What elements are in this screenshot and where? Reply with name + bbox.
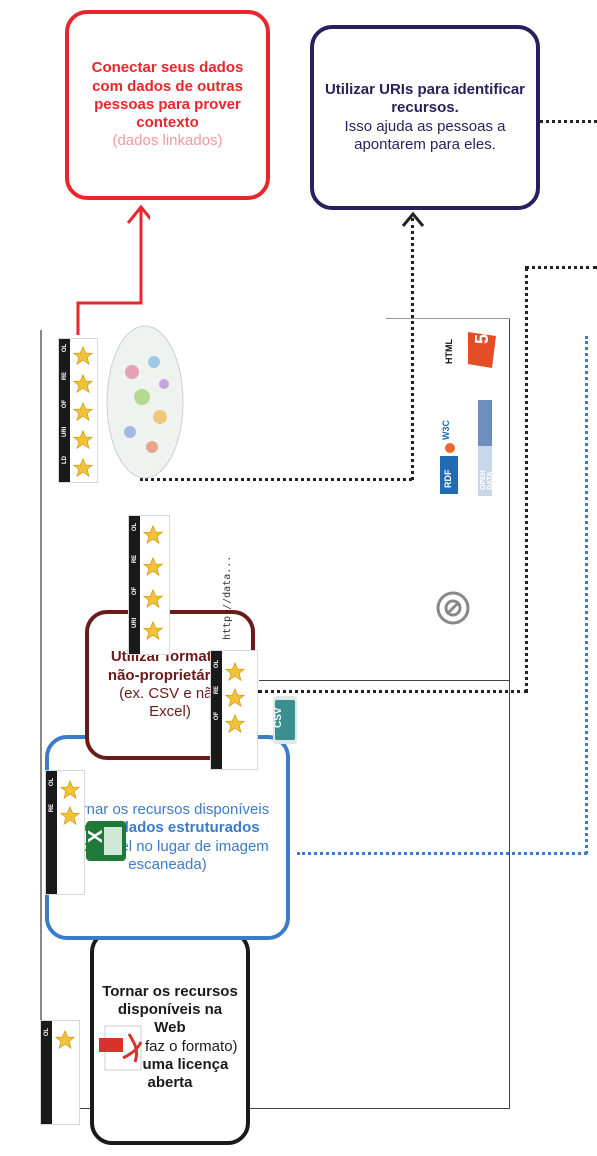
band-label-of: OF — [132, 586, 138, 596]
star-icon — [224, 687, 246, 708]
rating-band: OL RE — [46, 771, 57, 894]
box4-bold: Conectar seus dados com dados de outras … — [91, 59, 244, 132]
staircase-bottom — [40, 1108, 510, 1109]
rating-band: OL — [41, 1021, 52, 1124]
star-icon — [142, 524, 164, 545]
red-connector — [70, 195, 156, 360]
connector-box2-vertical — [585, 336, 588, 854]
star-icon — [72, 373, 94, 394]
band-label-ol: OL — [132, 522, 138, 532]
box5-bold: Utilizar URIs para identificar recursos. — [324, 80, 526, 117]
rating-band: OL RE OF URI LD — [59, 339, 70, 482]
box4-normal: (dados linkados) — [112, 132, 223, 150]
staircase-left-edge — [40, 330, 42, 1110]
connector-box3-horizontal — [258, 690, 528, 693]
band-label-ol: OL — [49, 777, 55, 787]
csv-icon: CSV — [265, 690, 305, 755]
box-linked-data: Conectar seus dados com dados de outras … — [65, 10, 270, 200]
band-label-ol: OL — [214, 659, 220, 669]
pdf-icon — [95, 1020, 151, 1081]
html-label: HTML — [444, 339, 454, 364]
open-data-badge-icon: OPEN DATA — [478, 400, 494, 505]
star-icon — [59, 805, 81, 826]
box-uris: Utilizar URIs para identificar recursos.… — [310, 25, 540, 210]
open-data-label: OPEN DATA — [480, 470, 494, 490]
box3-normal: (ex. CSV e não Excel) — [119, 685, 221, 721]
rdf-label: RDF — [443, 469, 453, 489]
connector-uri-vertical — [411, 218, 414, 480]
band-label-of: OF — [214, 711, 220, 721]
connector-box3-vertical — [525, 268, 528, 692]
staircase-right-edge — [509, 318, 510, 1108]
band-label-re: RE — [62, 371, 68, 381]
arrow-up-icon — [401, 210, 425, 233]
connector-box2-horizontal — [297, 852, 587, 855]
star-icon — [72, 345, 94, 366]
connector-box5-right — [540, 120, 597, 123]
box2-normal1: Tornar os recursos disponíveis — [65, 800, 270, 818]
rating-strip-1-star: OL — [40, 1020, 80, 1125]
rating-strip-2-star: OL RE — [45, 770, 85, 895]
rating-band: OL RE OF URI — [129, 516, 140, 654]
band-label-re: RE — [49, 803, 55, 813]
box1-bold1: Tornar os recursos disponíveis na Web — [102, 982, 238, 1037]
star-icon — [142, 588, 164, 609]
rating-strip-4-star: OL RE OF URI — [128, 515, 170, 655]
star-icon — [224, 661, 246, 682]
rating-strip-5-star: OL RE OF URI LD — [58, 338, 98, 483]
band-label-uri: URI — [62, 426, 68, 437]
star-icon — [59, 779, 81, 800]
star-icon — [72, 429, 94, 450]
star-icon — [224, 713, 246, 734]
step-line-2 — [259, 680, 509, 681]
star-icon — [72, 401, 94, 422]
excel-icon: X — [80, 815, 132, 872]
w3c-label: W3C — [441, 420, 451, 440]
star-icon — [72, 457, 94, 478]
band-label-uri: URI — [132, 617, 138, 628]
rating-band: OL RE OF — [211, 651, 222, 769]
star-icon — [54, 1029, 76, 1050]
step-line-1 — [386, 318, 510, 319]
star-icon — [142, 556, 164, 577]
svg-text:5: 5 — [472, 334, 492, 344]
uri-text: http://data... — [222, 555, 233, 640]
w3c-rdf-logo-icon: W3C RDF — [440, 412, 460, 503]
box5-normal: Isso ajuda as pessoas a apontarem para e… — [344, 117, 506, 153]
connector-box3-top — [525, 266, 597, 269]
band-label-ld: LD — [62, 456, 68, 464]
star-icon — [142, 620, 164, 641]
band-label-ol: OL — [62, 343, 68, 353]
svg-text:X: X — [85, 829, 107, 843]
band-label-re: RE — [132, 554, 138, 564]
band-label-re: RE — [214, 685, 220, 695]
creative-commons-icon — [435, 590, 471, 631]
linked-data-cloud-icon — [102, 322, 188, 487]
rating-strip-3-star: OL RE OF — [210, 650, 258, 770]
band-label-of: OF — [62, 399, 68, 409]
csv-label: CSV — [273, 707, 284, 728]
connector-uri-horizontal — [140, 478, 412, 481]
band-label-ol: OL — [44, 1027, 50, 1037]
html5-icon: 5 HTML — [440, 330, 500, 375]
